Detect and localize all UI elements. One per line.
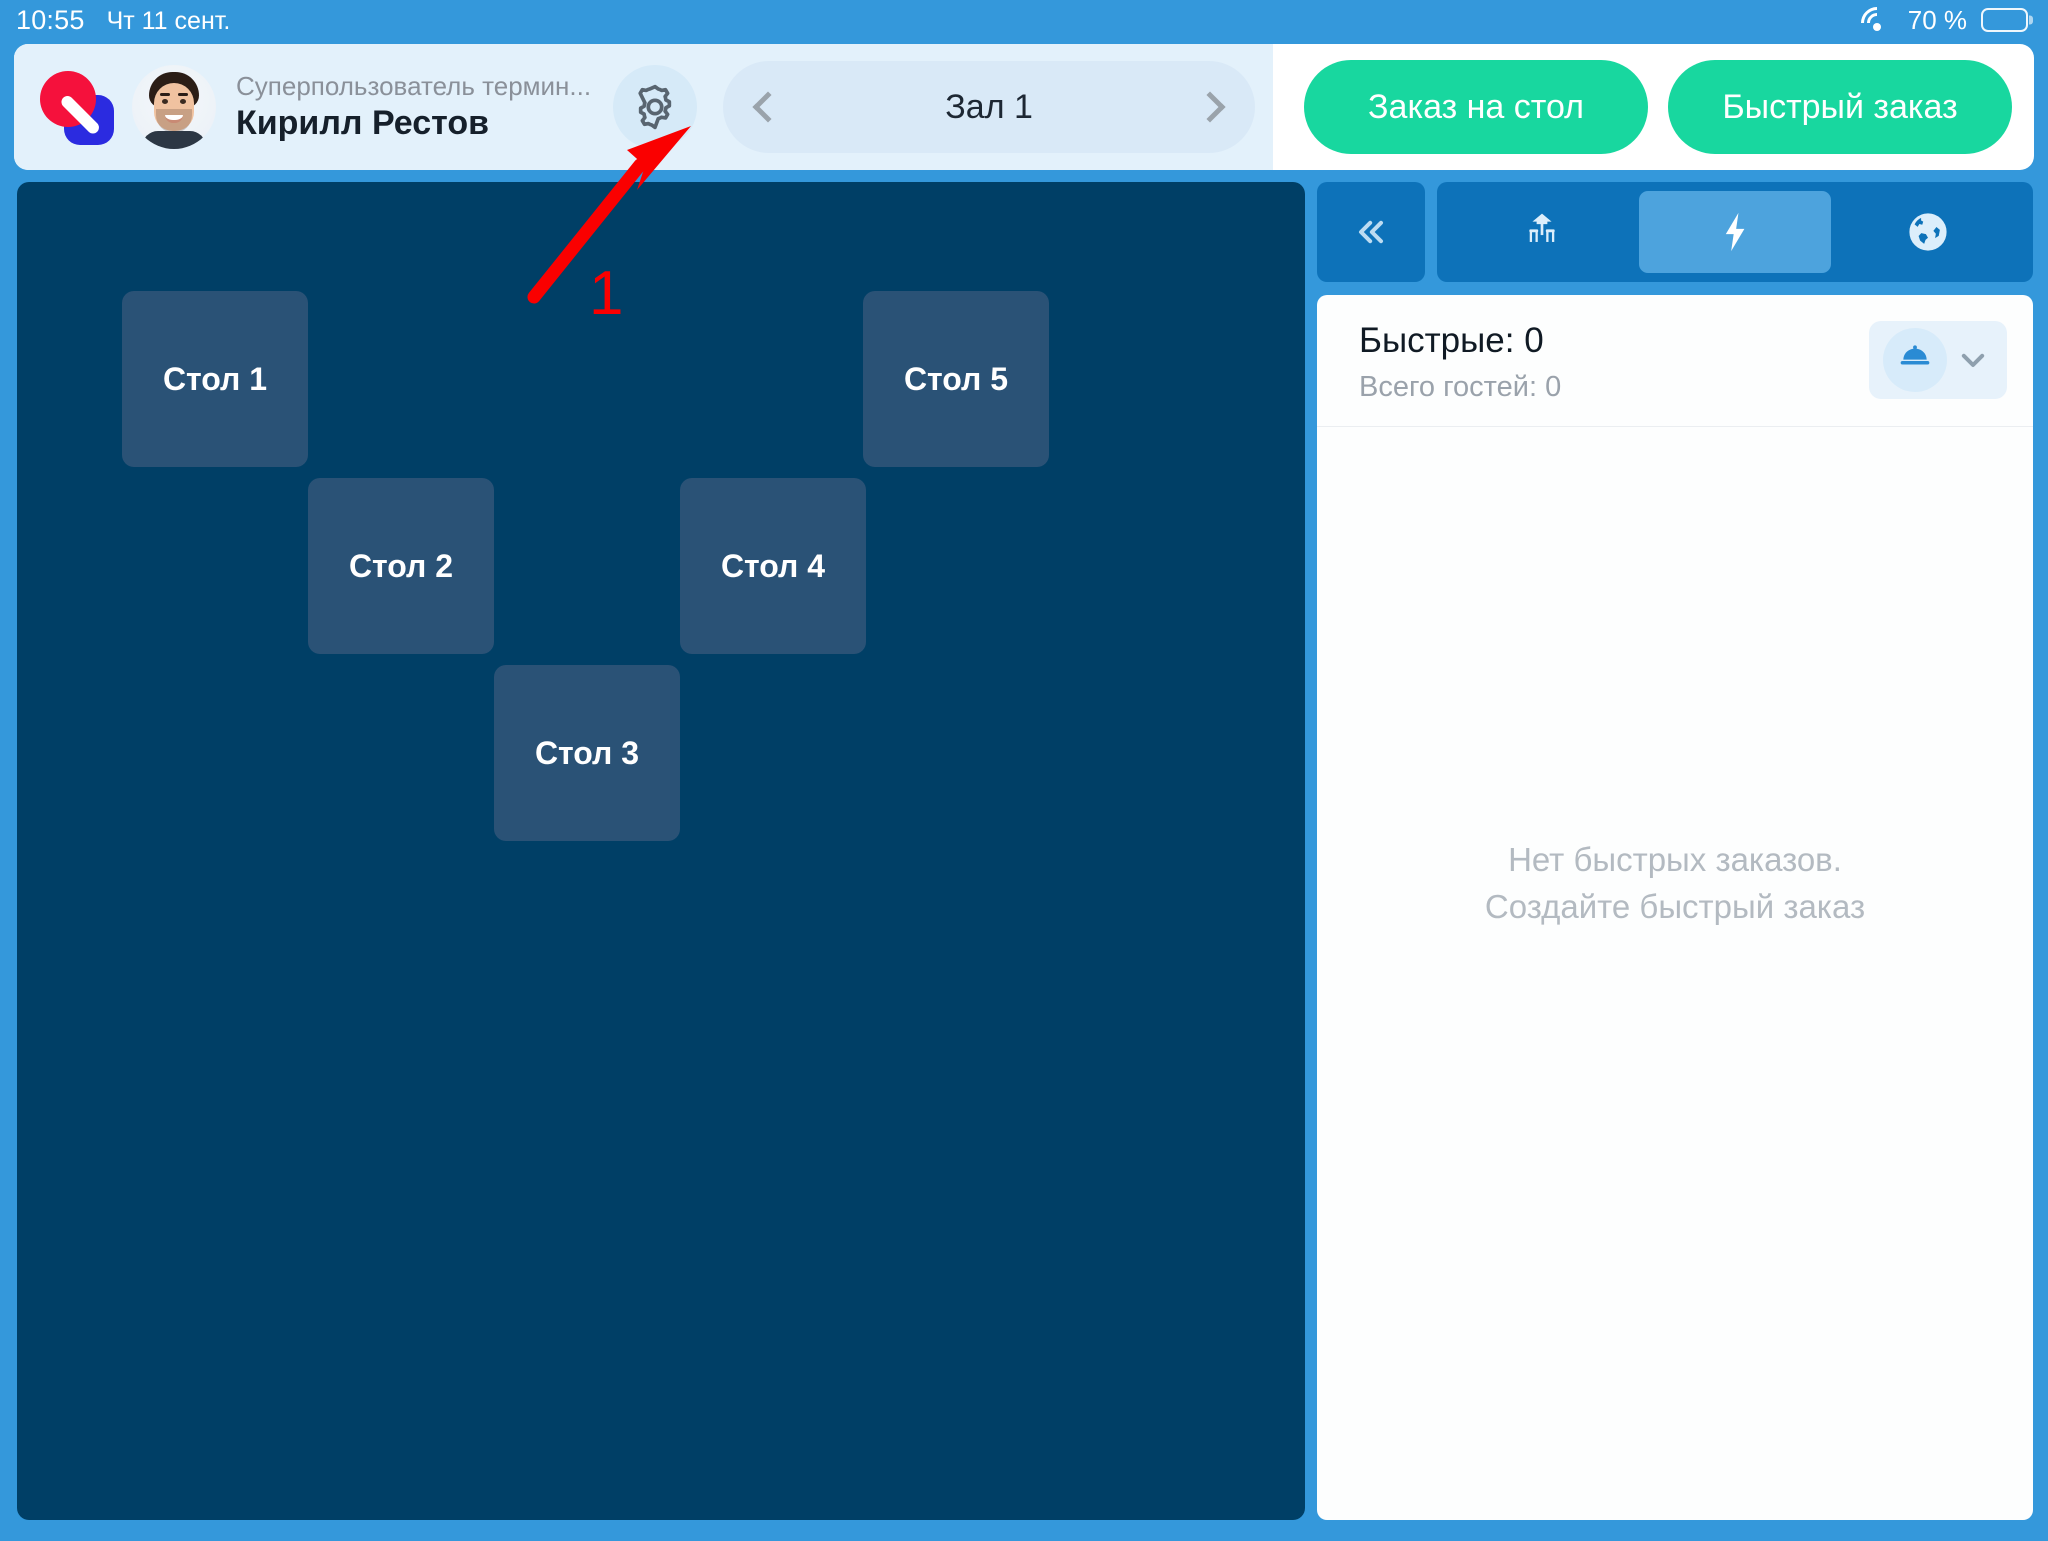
collapse-panel-button[interactable]: [1317, 182, 1425, 282]
order-to-table-button[interactable]: Заказ на стол: [1304, 60, 1648, 154]
serve-filter-button[interactable]: [1869, 321, 2007, 399]
user-panel: Суперпользователь термин... Кирилл Ресто…: [14, 44, 1274, 170]
cloche-icon: [1900, 345, 1930, 365]
quick-orders-list: Нет быстрых заказов. Создайте быстрый за…: [1317, 427, 2033, 1520]
panel-tabs: [1437, 182, 2033, 282]
tab-quick-orders[interactable]: [1638, 191, 1832, 273]
chevron-down-icon[interactable]: [1953, 340, 1993, 380]
chevron-double-left-icon: [1359, 220, 1383, 244]
status-bar-left: 10:55 Чт 11 сент.: [0, 5, 230, 36]
hall-map[interactable]: Стол 1 Стол 2 Стол 3 Стол 4 Стол 5: [17, 182, 1305, 1520]
table-node[interactable]: Стол 2: [308, 478, 494, 654]
status-time: 10:55: [16, 4, 85, 35]
gear-icon: [638, 84, 672, 130]
cloche-icon-wrap: [1883, 328, 1947, 392]
tab-delivery[interactable]: [1831, 191, 2024, 273]
table-node[interactable]: Стол 5: [863, 291, 1049, 467]
empty-state-line-1: Нет быстрых заказов.: [1508, 840, 1842, 878]
status-bar-right: 70 %: [1854, 0, 2028, 46]
quick-orders-header-text: Быстрые: 0 Всего гостей: 0: [1359, 321, 1561, 404]
quick-orders-header: Быстрые: 0 Всего гостей: 0: [1317, 295, 2033, 427]
user-role: Суперпользователь термин...: [236, 70, 592, 101]
avatar: [132, 65, 216, 149]
empty-state-line-2: Создайте быстрый заказ: [1484, 887, 1866, 925]
right-panel: Быстрые: 0 Всего гостей: 0 Нет быстры: [1317, 182, 2033, 1520]
empty-state: Нет быстрых заказов. Создайте быстрый за…: [1485, 837, 1865, 931]
app-logo-icon: [38, 69, 114, 145]
app-bar: Суперпользователь термин... Кирилл Ресто…: [14, 44, 2034, 170]
hall-switcher[interactable]: Зал 1: [723, 61, 1256, 153]
chevron-right-icon[interactable]: [1194, 91, 1226, 123]
status-bar: 10:55 Чт 11 сент. 70 %: [0, 0, 2048, 46]
quick-order-button[interactable]: Быстрый заказ: [1668, 60, 2012, 154]
chevron-left-icon[interactable]: [752, 91, 784, 123]
total-guests-count: Всего гостей: 0: [1359, 371, 1562, 403]
user-info: Суперпользователь термин... Кирилл Ресто…: [236, 70, 591, 145]
status-date: Чт 11 сент.: [106, 6, 231, 35]
tables-hall-icon: [1529, 213, 1555, 242]
table-node[interactable]: Стол 1: [122, 291, 308, 467]
settings-button[interactable]: [613, 65, 698, 149]
quick-orders-card: Быстрые: 0 Всего гостей: 0 Нет быстры: [1317, 295, 2033, 1520]
battery-icon: [1981, 8, 2028, 32]
wifi-icon: [1854, 0, 1900, 46]
battery-percent-label: 70 %: [1907, 4, 1967, 35]
quick-orders-count: Быстрые: 0: [1359, 321, 1544, 360]
user-name: Кирилл Рестов: [236, 104, 490, 142]
lightning-bolt-icon: [1725, 212, 1745, 252]
globe-icon: [1909, 213, 1947, 251]
table-node[interactable]: Стол 4: [680, 478, 866, 654]
table-node[interactable]: Стол 3: [494, 665, 680, 841]
tab-halls[interactable]: [1446, 191, 1639, 273]
hall-name-label: Зал 1: [945, 87, 1033, 126]
panel-toolbar: [1317, 182, 2033, 282]
